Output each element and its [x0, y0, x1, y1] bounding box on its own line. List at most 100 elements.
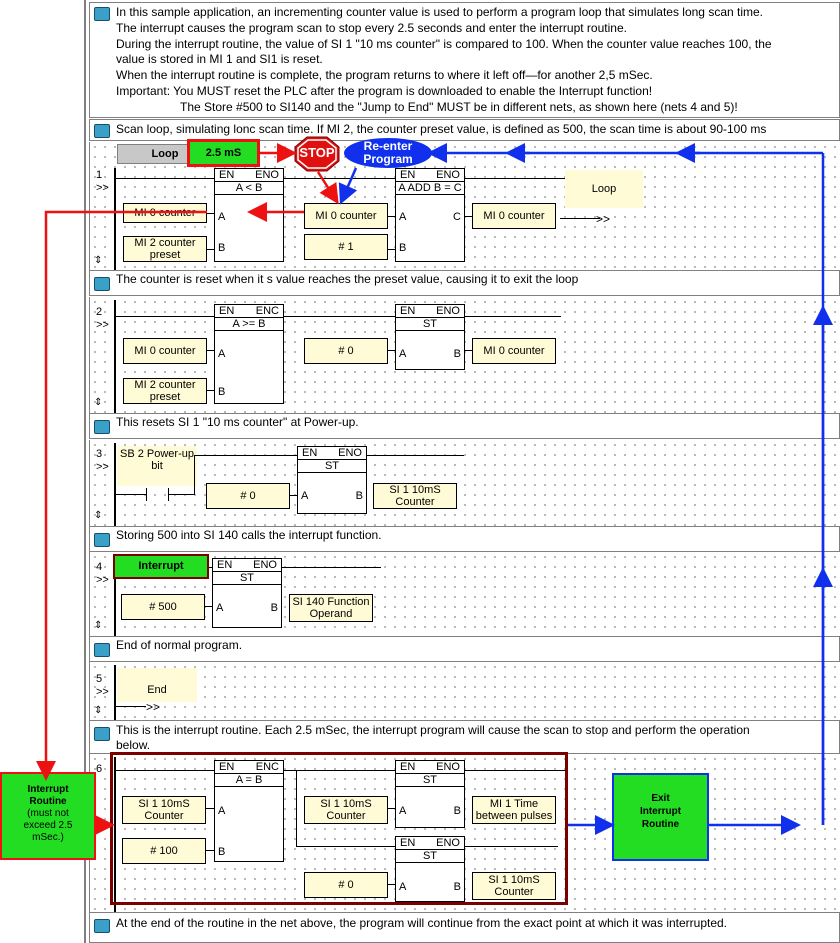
net6-comment-line-1: This is the interrupt routine. Each 2.5 …: [116, 723, 750, 737]
left-power-rail: [114, 443, 116, 526]
intro-line-2: The interrupt causes the program scan to…: [116, 21, 627, 35]
operand-constant-0[interactable]: # 0: [304, 872, 388, 898]
comment-icon: [94, 420, 110, 434]
fb-operation: ST: [213, 571, 281, 585]
intro-line-7: The Store #500 to SI140 and the "Jump to…: [180, 100, 738, 114]
comment-net-2[interactable]: [89, 270, 840, 296]
comment-net-4[interactable]: [89, 526, 840, 552]
operand-constant-500[interactable]: # 500: [121, 594, 205, 620]
operand-constant-0[interactable]: # 0: [304, 338, 388, 364]
net2-comment-text: The counter is reset when it s value rea…: [116, 272, 579, 286]
drag-handle-icon[interactable]: ⇕: [94, 255, 103, 266]
comment-icon: [94, 643, 110, 657]
comment-icon: [94, 533, 110, 547]
final-comment-text: At the end of the routine in the net abo…: [116, 916, 728, 930]
net5-comment-text: End of normal program.: [116, 638, 243, 652]
comment-icon: [94, 727, 110, 741]
net4-comment-text: Storing 500 into SI 140 calls the interr…: [116, 528, 382, 542]
fb-operation: ST: [396, 773, 464, 787]
operand-constant-0[interactable]: # 0: [206, 483, 290, 509]
drag-handle-icon[interactable]: ⇕: [94, 705, 103, 716]
fb-operation: A < B: [215, 181, 283, 195]
net-arrow-4: >>: [96, 574, 109, 586]
net-number-6: 6: [96, 763, 103, 775]
net-arrow-5: >>: [96, 686, 109, 698]
left-power-rail: [114, 665, 116, 720]
net-number-3: 3: [96, 448, 103, 460]
jump-arrow: >>: [146, 700, 161, 714]
operand-mi0-counter[interactable]: MI 0 counter: [123, 338, 207, 364]
net-number-1: 1: [96, 169, 103, 181]
stop-sign-icon: [294, 136, 340, 172]
comment-icon: [94, 277, 110, 291]
fb-operation: ST: [396, 317, 464, 331]
stop-text: STOP: [299, 145, 335, 160]
operand-mi0-counter-add[interactable]: MI 0 counter: [304, 203, 388, 229]
comment-icon: [94, 919, 110, 933]
operand-mi0-counter-out[interactable]: MI 0 counter: [472, 338, 556, 364]
net-arrow-3: >>: [96, 461, 109, 473]
net3-comment-text: This resets SI 1 "10 ms counter" at Powe…: [116, 415, 359, 429]
net-arrow-2: >>: [96, 319, 109, 331]
intro-line-5: When the interrupt routine is complete, …: [116, 68, 653, 82]
fb-operation: ST: [298, 459, 366, 473]
exit-interrupt-routine-box: Exit Interrupt Routine: [612, 773, 709, 861]
reenter-program-label: Re-enter Program: [344, 138, 432, 168]
jump-end-label[interactable]: End: [117, 668, 197, 702]
interrupt-routine-box: Interrupt Routine (must not exceed 2.5 m…: [0, 772, 96, 860]
operand-mi0-counter-out[interactable]: MI 0 counter: [472, 203, 556, 229]
intro-line-6: Important: You MUST reset the PLC after …: [116, 84, 653, 98]
net-5[interactable]: [89, 662, 840, 720]
jump-loop-label[interactable]: Loop: [565, 170, 643, 208]
jump-arrow: >>: [596, 212, 611, 226]
loop-label: Loop: [151, 148, 179, 160]
comment-icon: [94, 7, 110, 21]
interrupt-label[interactable]: Interrupt: [113, 554, 209, 579]
left-power-rail: [114, 168, 116, 270]
drag-handle-icon[interactable]: ⇕: [94, 620, 103, 631]
contact-left: [146, 488, 147, 501]
intro-line-3: During the interrupt routine, the value …: [116, 37, 772, 51]
comment-net-5[interactable]: [89, 636, 840, 662]
net-number-4: 4: [96, 561, 103, 573]
fb-operation: A ADD B = C: [396, 181, 464, 195]
operand-mi0-counter[interactable]: MI 0 counter: [123, 203, 207, 223]
comment-icon: [94, 124, 110, 138]
time-label: 2.5 mS: [187, 139, 260, 167]
fb-operation: A = B: [215, 773, 283, 787]
fb-operation: ST: [396, 849, 464, 863]
comment-scan-loop[interactable]: [89, 119, 840, 141]
drag-handle-icon[interactable]: ⇕: [94, 510, 103, 521]
net-number-5: 5: [96, 673, 103, 685]
left-power-rail: [114, 757, 116, 912]
net-arrow-1: >>: [96, 182, 109, 194]
comment-intro[interactable]: [89, 2, 840, 118]
drag-handle-icon[interactable]: ⇕: [94, 397, 103, 408]
scan-loop-text: Scan loop, simulating lonc scan time. If…: [116, 122, 767, 136]
intro-line-4: value is stored in MI 1 and SI1 is reset…: [116, 52, 323, 66]
net-number-2: 2: [96, 306, 103, 318]
fb-operation: A >= B: [215, 317, 283, 331]
net-3[interactable]: [89, 440, 840, 526]
operand-constant-100[interactable]: # 100: [122, 838, 206, 864]
operand-constant-1[interactable]: # 1: [304, 234, 388, 260]
intro-line-1: In this sample application, an increment…: [116, 5, 764, 19]
